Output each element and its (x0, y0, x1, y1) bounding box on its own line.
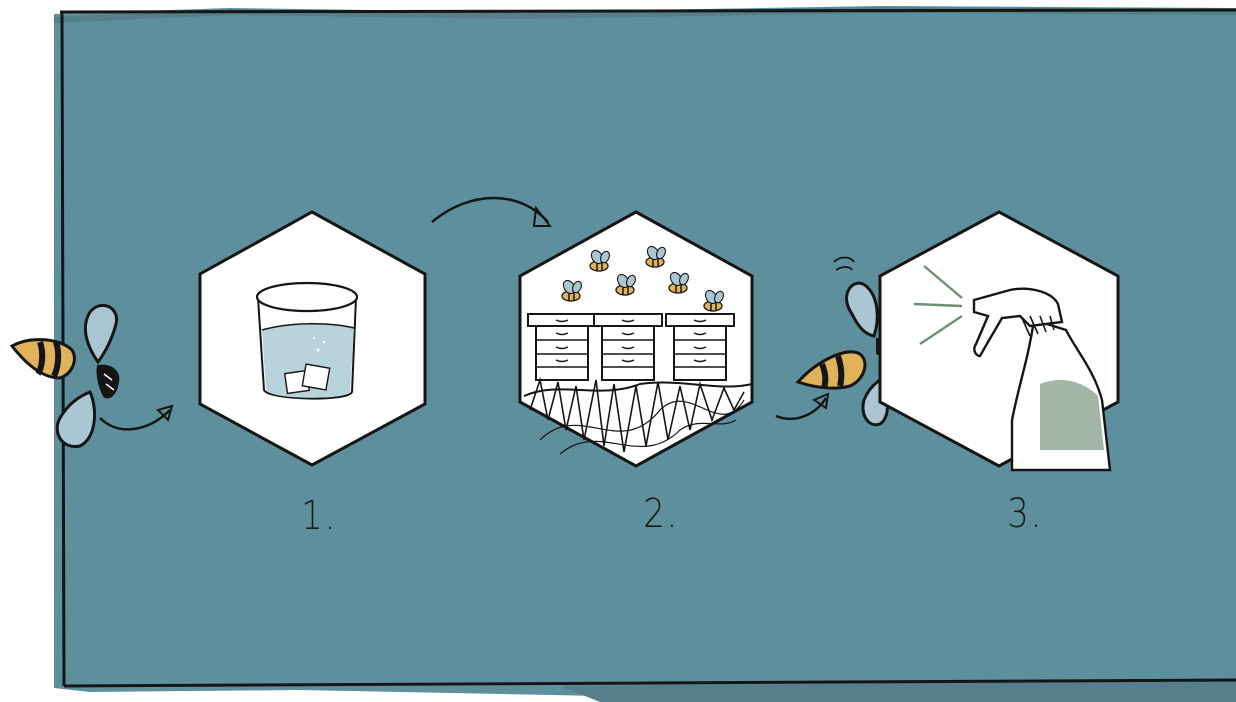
step-1-number: 1. (301, 496, 337, 536)
step-3-number: 3. (1007, 494, 1043, 534)
glass-of-water-with-ice-icon (257, 283, 357, 399)
step-2-number: 2. (643, 494, 679, 534)
